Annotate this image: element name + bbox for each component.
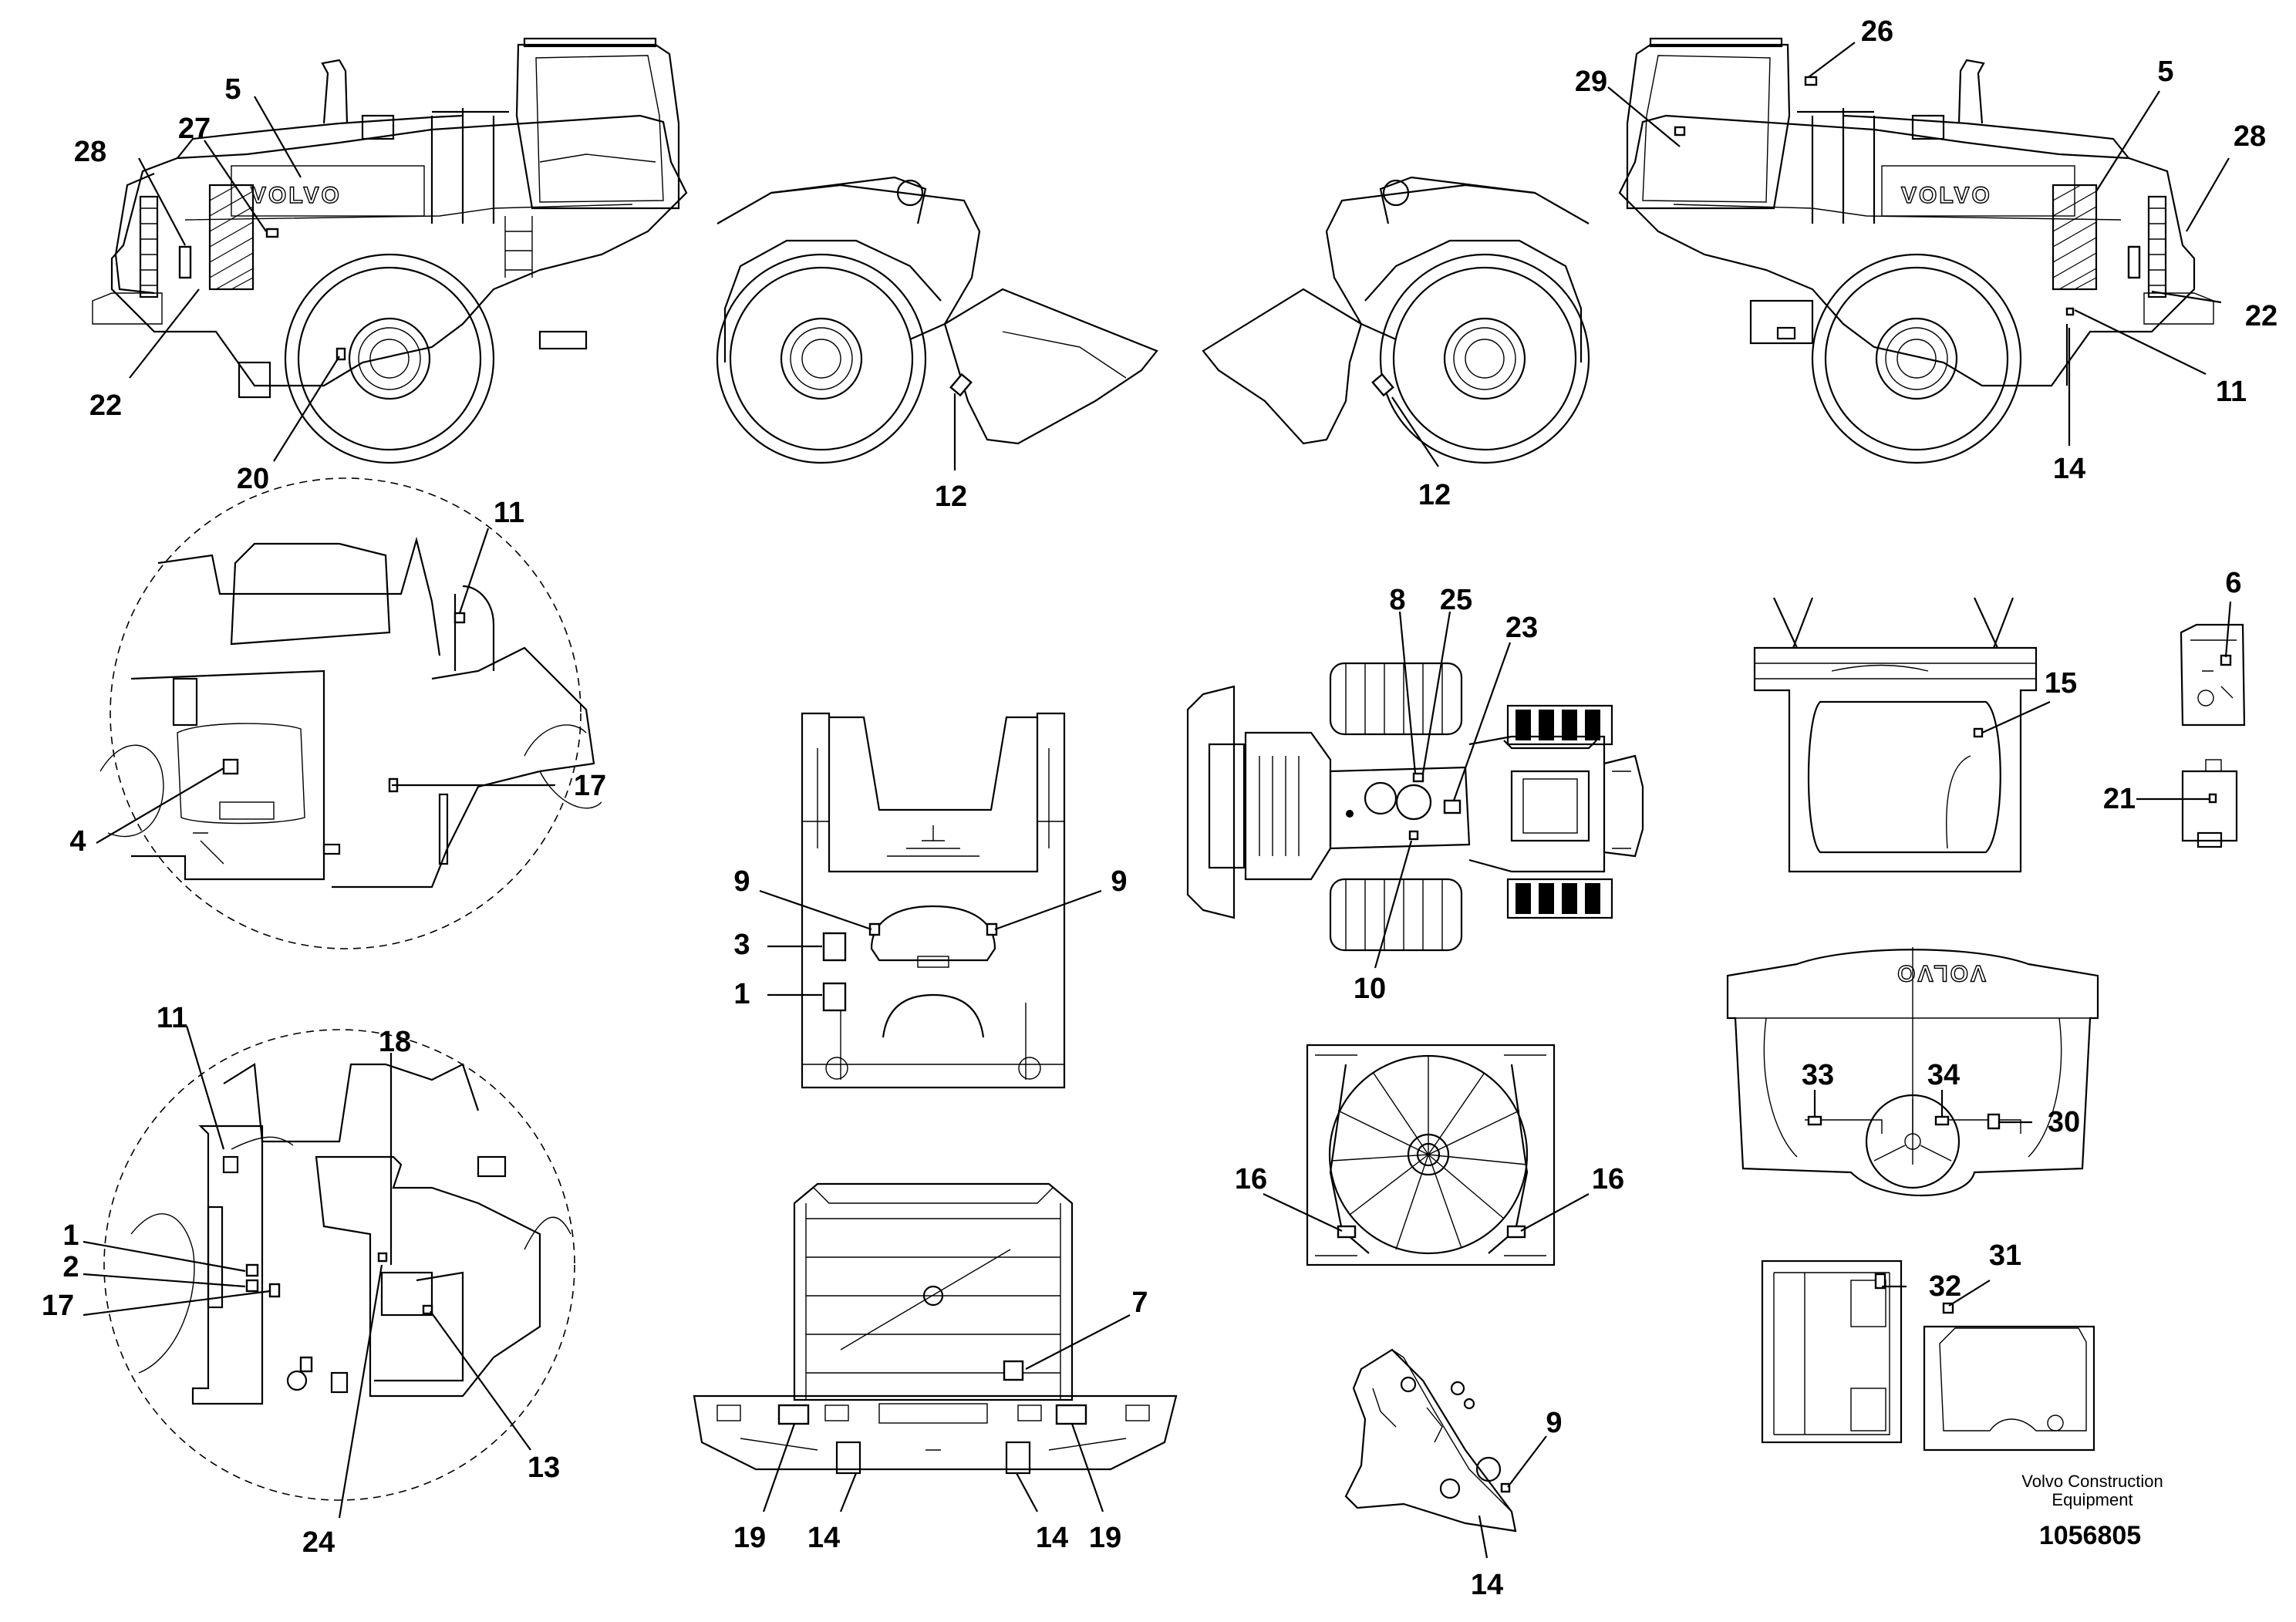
volvo-brand-mark-left: VOLVO [251,183,342,208]
callout-22: 22 [2245,300,2277,332]
callout-28: 28 [2234,120,2266,153]
callout-18: 18 [379,1026,411,1058]
callout-3: 3 [733,929,750,961]
callout-7: 7 [1131,1286,1148,1319]
callouts-top-left: 28 27 5 22 20 12 [74,73,967,513]
detail-circle-upper [99,477,602,949]
callout-1: 1 [62,1219,79,1252]
dashboard-view: VOLVO [1726,947,2099,1196]
callout-14: 14 [807,1522,840,1554]
callouts-front-grille: 7 19 19 14 14 [733,1286,1148,1554]
callout-25: 25 [1440,584,1472,616]
callout-1: 1 [733,978,750,1010]
callout-22: 22 [89,389,122,422]
company-caption-line2: Equipment [2052,1490,2132,1509]
callout-9: 9 [1546,1407,1562,1439]
callout-6: 6 [2225,567,2241,599]
loader-left-side-view: VOLVO [92,37,1158,464]
loader-top-view [1186,662,1644,952]
callout-12: 12 [1418,479,1451,511]
callout-34: 34 [1927,1059,1960,1091]
callout-5: 5 [224,73,241,106]
callout-8: 8 [1389,584,1405,616]
callout-16: 16 [1235,1163,1267,1195]
callout-13: 13 [528,1452,560,1484]
callout-19: 19 [733,1522,766,1554]
callout-20: 20 [237,463,269,495]
callouts-panels: 32 31 [1882,1239,2021,1307]
bracket-view [1344,1348,1517,1533]
cab-floor-view [1753,597,2038,873]
callout-5: 5 [2157,56,2173,88]
callout-9: 9 [733,865,750,898]
callout-32: 32 [1929,1270,1961,1303]
panel-views [1761,1259,2095,1452]
rear-top-view [801,712,1066,1089]
callout-23: 23 [1505,612,1538,644]
callout-21: 21 [2103,783,2136,815]
callout-12: 12 [935,481,967,513]
callout-19: 19 [1089,1522,1121,1554]
callouts-rear-top: 9 9 3 1 [733,865,1127,1010]
callout-4: 4 [69,825,86,858]
callout-14: 14 [1036,1522,1068,1554]
callout-27: 27 [178,113,211,145]
callout-28: 28 [74,136,106,168]
callout-33: 33 [1802,1059,1834,1091]
callout-26: 26 [1861,15,1893,48]
callout-17: 17 [574,770,606,802]
callout-14: 14 [1471,1569,1503,1601]
volvo-brand-mark-right: VOLVO [1901,183,1992,208]
document-number: 1056805 [2039,1521,2141,1550]
callout-9: 9 [1111,865,1127,898]
callout-11: 11 [157,1002,187,1034]
callouts-circle-lower: 11 18 1 2 17 13 24 [42,1002,560,1559]
company-caption-line1: Volvo Construction [2021,1472,2163,1491]
volvo-brand-mark-dash: VOLVO [1895,960,1986,986]
callout-11: 11 [494,497,524,529]
callouts-bracket: 9 14 [1471,1407,1563,1601]
callouts-dashboard: 33 34 30 [1802,1059,2080,1138]
callout-29: 29 [1575,66,1607,98]
callout-17: 17 [42,1290,74,1322]
callouts-cab-floor: 15 [1981,667,2077,734]
callout-11: 11 [2216,376,2247,408]
detail-circle-lower [103,1029,575,1501]
callouts-top-right: 29 26 5 28 22 11 14 12 [1391,15,2277,511]
side-parts [2180,623,2246,848]
loader-right-side-view: VOLVO [1202,37,2214,464]
callout-15: 15 [2045,667,2077,700]
callouts-side-parts: 6 21 [2103,567,2242,815]
footer: Volvo Construction Equipment 1056805 [2021,1472,2163,1550]
callout-10: 10 [1354,973,1386,1005]
front-grille-view [693,1182,1178,1475]
callout-14: 14 [2053,453,2085,485]
callouts-circle-upper: 11 17 4 [69,497,606,858]
callouts-top-view: 8 25 23 10 [1354,584,1538,1005]
callout-31: 31 [1989,1239,2021,1272]
callout-2: 2 [62,1251,79,1283]
callout-30: 30 [2048,1106,2080,1138]
callout-16: 16 [1592,1163,1624,1195]
radiator-fan-view [1306,1044,1556,1266]
callouts-radiator: 16 16 [1235,1163,1624,1232]
callout-24: 24 [302,1526,335,1559]
